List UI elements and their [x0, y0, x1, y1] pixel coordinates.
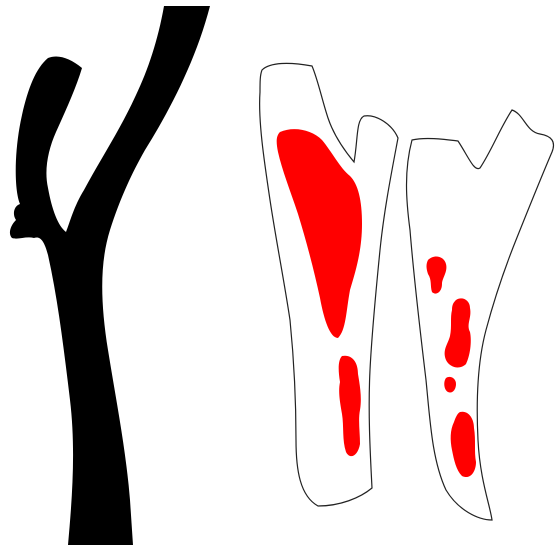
fragment-outline-2 — [407, 110, 554, 520]
silhouette-panel — [10, 6, 210, 545]
outline-panel — [260, 63, 554, 520]
branch-silhouette — [10, 6, 210, 545]
